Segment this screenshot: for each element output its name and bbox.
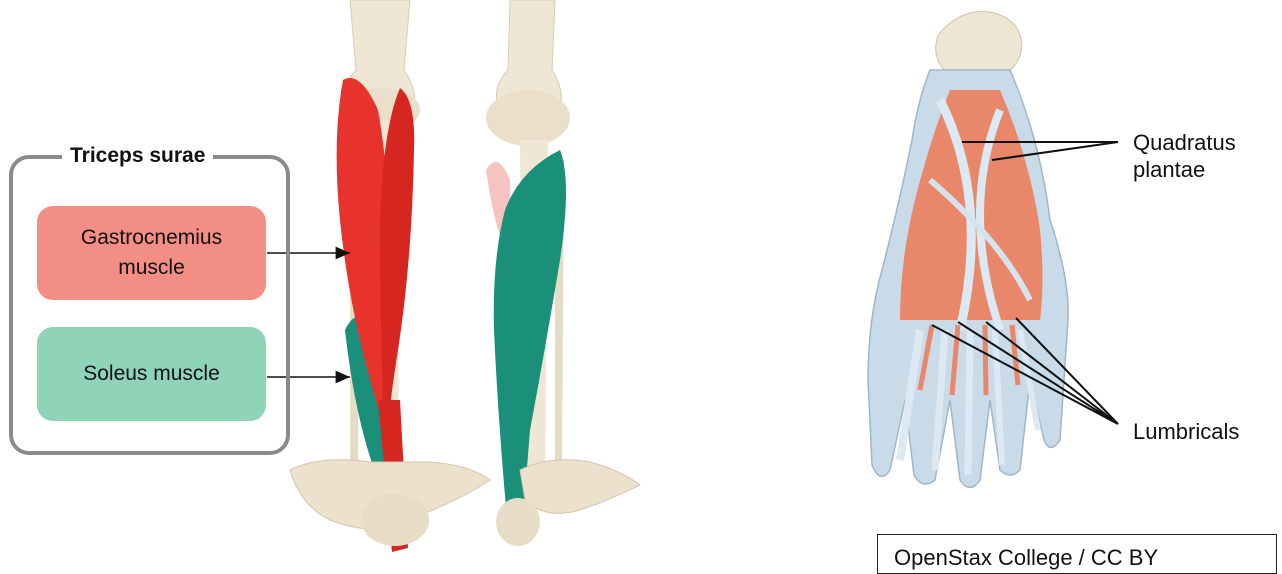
credit-box: OpenStax College / CC BY	[877, 534, 1277, 574]
soleus-label: Soleus muscle	[83, 359, 220, 389]
leg-posterior-soleus	[486, 0, 640, 546]
calcaneus	[936, 11, 1022, 78]
triceps-surae-title: Triceps surae	[62, 142, 213, 170]
soleus-label-box: Soleus muscle	[37, 327, 266, 421]
quadratus-plantae-label: Quadratus plantae	[1133, 129, 1236, 183]
left-heel	[361, 494, 429, 546]
foot-plantar-view	[868, 11, 1068, 487]
gastrocnemius-label: Gastrocnemius muscle	[81, 223, 222, 283]
right-foot-bones	[520, 460, 640, 514]
lumbrical-slip	[985, 325, 986, 395]
tendon-strand	[968, 330, 970, 475]
leg-posterior-gastrocnemius	[290, 0, 490, 552]
lumbricals-label: Lumbricals	[1133, 418, 1239, 445]
right-heel	[496, 498, 540, 546]
gastrocnemius-label-box: Gastrocnemius muscle	[37, 206, 266, 300]
knee-joint-2	[486, 90, 570, 146]
